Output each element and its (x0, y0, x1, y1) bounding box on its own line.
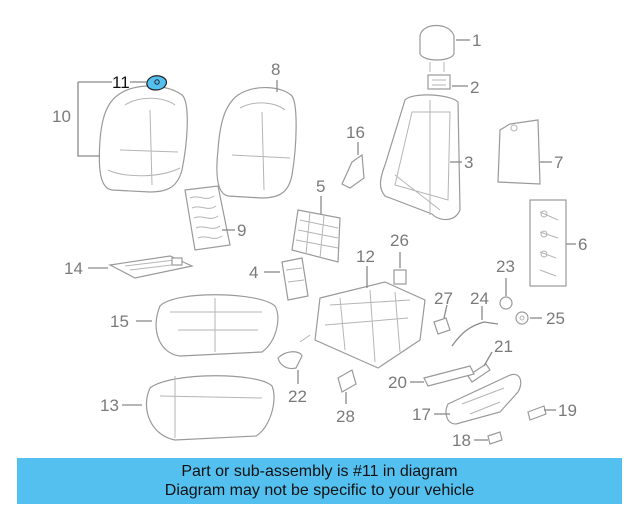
callout-7: 7 (554, 153, 563, 172)
part-3-seatback-frame[interactable] (379, 94, 461, 221)
part-10-seatback-cover[interactable] (98, 85, 188, 193)
callout-26: 26 (390, 231, 409, 250)
part-8-seatback-pad[interactable] (216, 87, 297, 199)
callout-11: 11 (112, 73, 130, 92)
callout-27: 27 (434, 289, 453, 308)
part-16-bracket[interactable] (341, 153, 365, 189)
callout-25: 25 (546, 309, 565, 328)
part-12-cushion-frame[interactable] (299, 281, 426, 369)
part-5-spring-mat[interactable] (291, 209, 341, 263)
callout-9: 9 (237, 221, 246, 240)
part-11-clip[interactable] (146, 75, 168, 91)
banner-disclaimer-line: Diagram may not be specific to your vehi… (164, 482, 475, 499)
part-18-cover-cap[interactable] (487, 431, 503, 445)
part-1-headrest[interactable] (419, 24, 455, 73)
callout-15: 15 (110, 312, 129, 331)
callout-2: 2 (470, 78, 479, 97)
part-24-cable[interactable] (451, 321, 499, 347)
callout-10: 10 (52, 107, 71, 126)
part-13-cushion-pad[interactable] (145, 375, 275, 441)
callout-22: 22 (288, 387, 307, 406)
callout-21: 21 (494, 337, 513, 356)
callout-4: 4 (249, 263, 258, 282)
callout-3: 3 (464, 153, 473, 172)
part-2-headrest-guide[interactable] (427, 74, 451, 90)
callout-13: 13 (100, 396, 119, 415)
callout-24: 24 (470, 289, 489, 308)
part-9-lumbar-mat[interactable] (184, 185, 231, 251)
callout-1: 1 (472, 31, 481, 50)
part-4-bracket[interactable] (281, 257, 309, 301)
part-22-trim[interactable] (277, 351, 303, 370)
callout-17: 17 (412, 405, 431, 424)
part-26-block[interactable] (393, 269, 407, 285)
callout-20: 20 (388, 373, 407, 392)
callout-labels: 1 2 3 4 5 6 7 8 9 10 11 12 13 14 15 16 1… (52, 31, 587, 450)
part-15-cushion-cover[interactable] (155, 294, 279, 357)
part-23-knob[interactable] (499, 296, 513, 310)
part-20-lever[interactable] (423, 365, 475, 387)
part-21-actuator[interactable] (467, 363, 491, 383)
callout-28: 28 (336, 407, 355, 426)
callout-6: 6 (578, 235, 587, 254)
part-28-bracket[interactable] (337, 369, 357, 393)
info-banner: Part or sub-assembly is #11 in diagram D… (17, 458, 622, 504)
part-14-heater-pad[interactable] (108, 255, 194, 279)
banner-part-line: Part or sub-assembly is #11 in diagram (181, 463, 458, 480)
part-27-clip[interactable] (433, 317, 451, 335)
callout-19: 19 (558, 401, 577, 420)
callout-8: 8 (271, 60, 280, 79)
part-19-switch[interactable] (527, 405, 547, 421)
callout-12: 12 (356, 247, 375, 266)
callout-18: 18 (452, 431, 471, 450)
part-17-side-shield[interactable] (445, 373, 522, 425)
callout-16: 16 (346, 123, 365, 142)
callout-5: 5 (316, 177, 325, 196)
callout-23: 23 (496, 257, 515, 276)
part-7-back-board[interactable] (497, 119, 541, 185)
part-25-gear[interactable] (515, 311, 529, 325)
callout-14: 14 (64, 259, 83, 278)
part-6-fastener-set[interactable] (529, 199, 567, 287)
